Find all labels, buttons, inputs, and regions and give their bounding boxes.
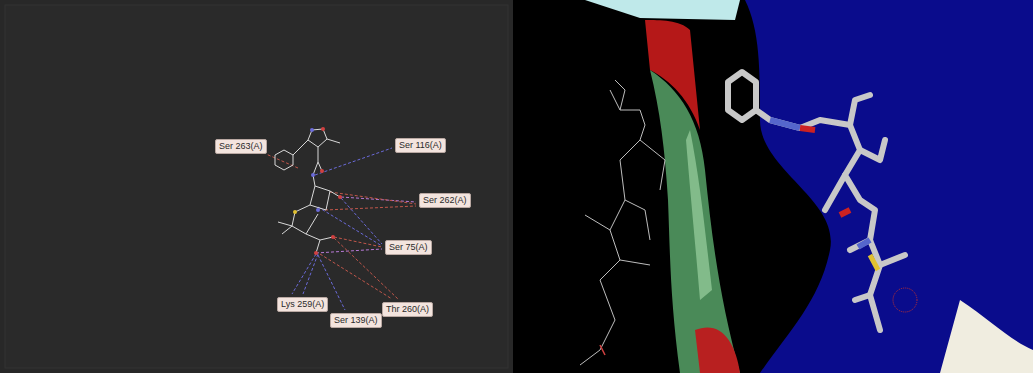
residue-label: Ser 263(A) — [215, 139, 267, 154]
residue-name: Thr 260(A) — [386, 304, 429, 315]
residue-name: Ser 263(A) — [219, 141, 263, 152]
residue-name: Ser 139(A) — [334, 315, 378, 326]
residue-label: Lys 259(A) — [277, 297, 328, 312]
residue-label: Ser 262(A) — [419, 193, 471, 208]
residue-label: Ser 116(A) — [395, 138, 446, 153]
residue-name: Ser 262(A) — [423, 195, 467, 206]
residue-name: Lys 259(A) — [281, 299, 324, 310]
residue-name: Ser 116(A) — [399, 140, 442, 151]
residue-label: Ser 139(A) — [330, 313, 382, 328]
residue-name: Ser 75(A) — [389, 242, 428, 253]
residue-label: Thr 260(A) — [382, 302, 433, 317]
residue-label: Ser 75(A) — [385, 240, 432, 255]
